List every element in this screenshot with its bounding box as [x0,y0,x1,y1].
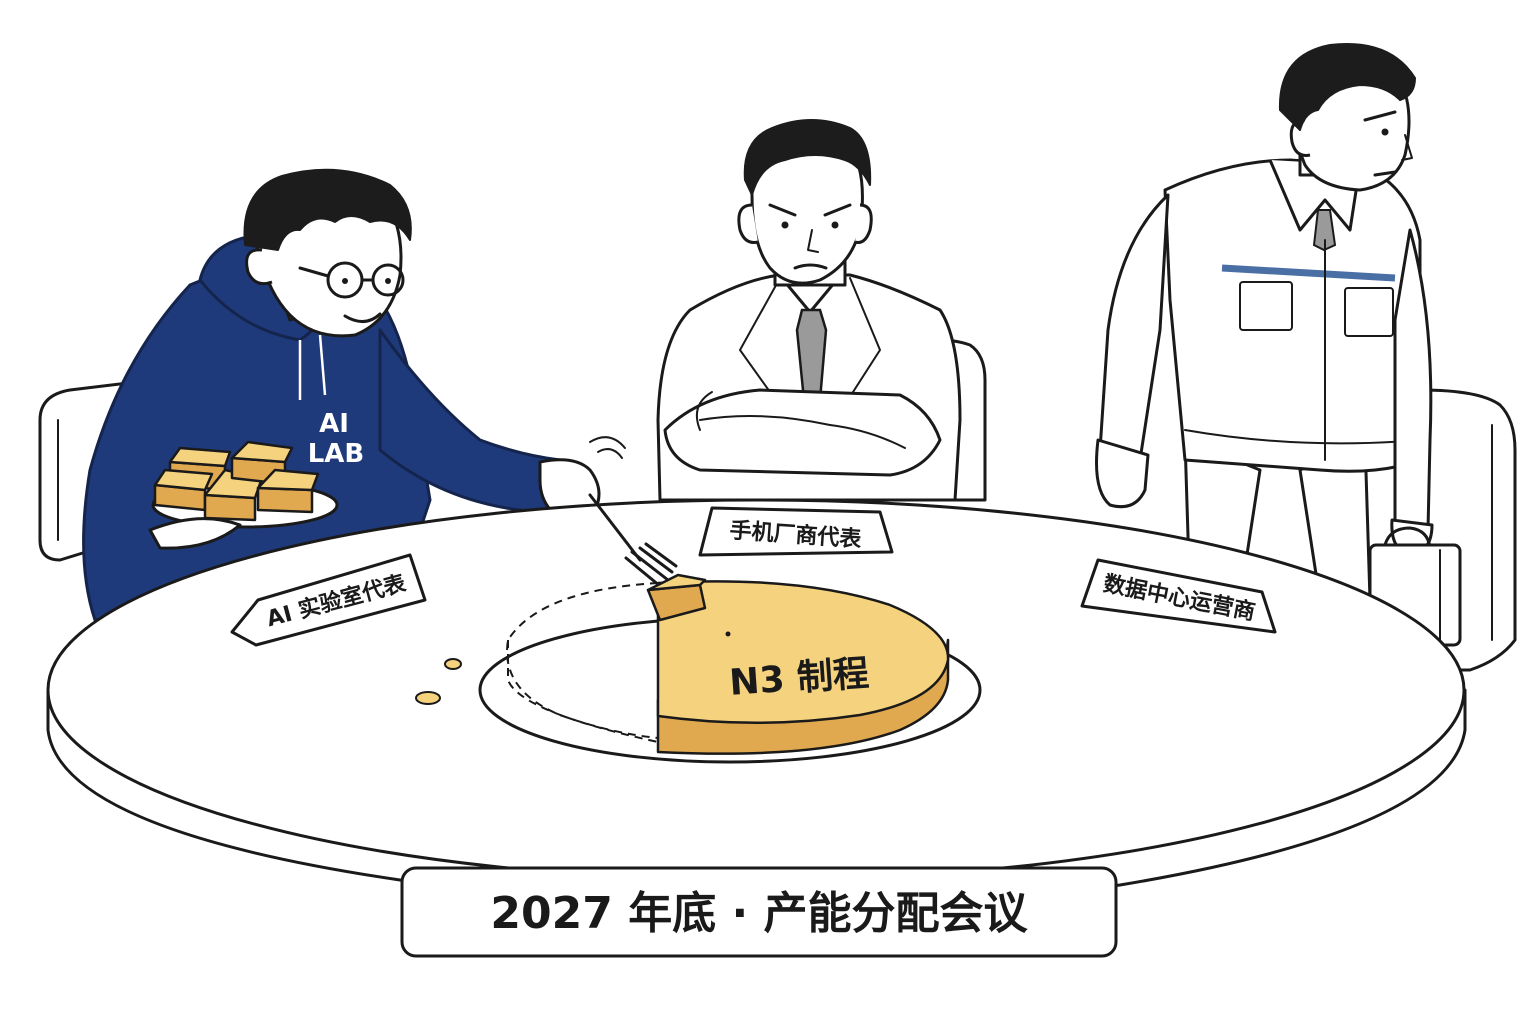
placard-datacenter: 数据中心运营商 [1080,558,1277,634]
placard-ai-lab: AI 实验室代表 [230,553,427,647]
title-banner: 2027 年底 · 产能分配会议 [400,866,1118,958]
phone-maker-representative [656,119,962,502]
banner-title: 2027 年底 · 产能分配会议 [490,888,1028,939]
cake-slices-on-plate [153,440,320,522]
hoodie-line1: AI [319,409,349,439]
n3-cake: N3 制程 [415,580,950,755]
fork-icon [588,436,707,622]
placard-phone-maker: 手机厂商代表 [698,506,894,557]
hoodie-line2: LAB [308,439,365,469]
cake-label: N3 制程 [728,653,870,704]
